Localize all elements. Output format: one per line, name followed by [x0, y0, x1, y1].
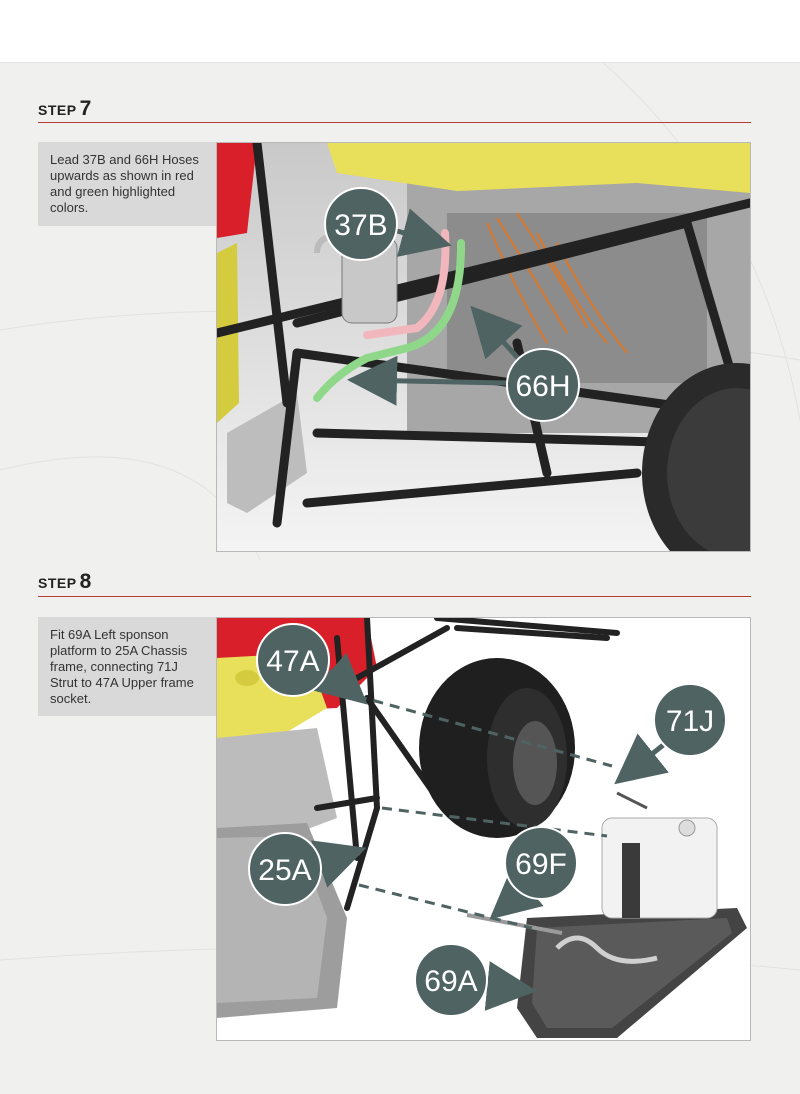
- step-number: 7: [79, 97, 92, 120]
- step-word: STEP: [38, 575, 77, 591]
- callout-label: 25A: [258, 854, 311, 887]
- callout-label: 66H: [515, 370, 570, 403]
- top-bar: [0, 0, 800, 63]
- callout-47A: 47A: [256, 623, 330, 697]
- callout-label: 71J: [666, 705, 714, 738]
- step-7-instruction-text: Lead 37B and 66H Hoses upwards as shown …: [50, 152, 199, 215]
- step-8-divider: [38, 596, 751, 597]
- callout-25A: 25A: [248, 832, 322, 906]
- step-word: STEP: [38, 102, 77, 118]
- callout-label: 69A: [424, 965, 477, 998]
- step-8-figure: 47A 71J 25A 69F 69A: [216, 617, 751, 1041]
- step-7-illustration: 37B 66H: [217, 143, 750, 551]
- step-7-divider: [38, 122, 751, 123]
- step-8-illustration: 47A 71J 25A 69F 69A: [217, 618, 750, 1040]
- step-number: 8: [79, 570, 92, 593]
- callout-69F: 69F: [504, 826, 578, 900]
- step-7-instruction: Lead 37B and 66H Hoses upwards as shown …: [38, 142, 216, 226]
- step-8-instruction-text: Fit 69A Left sponson platform to 25A Cha…: [50, 627, 194, 706]
- callout-37B: 37B: [324, 187, 398, 261]
- callout-label: 69F: [515, 848, 567, 881]
- callout-71J: 71J: [653, 683, 727, 757]
- callout-label: 47A: [266, 645, 319, 678]
- step-8-instruction: Fit 69A Left sponson platform to 25A Cha…: [38, 617, 216, 716]
- step-7-figure: 37B 66H: [216, 142, 751, 552]
- callout-label: 37B: [334, 209, 387, 242]
- callout-69A: 69A: [414, 943, 488, 1017]
- callout-66H: 66H: [506, 348, 580, 422]
